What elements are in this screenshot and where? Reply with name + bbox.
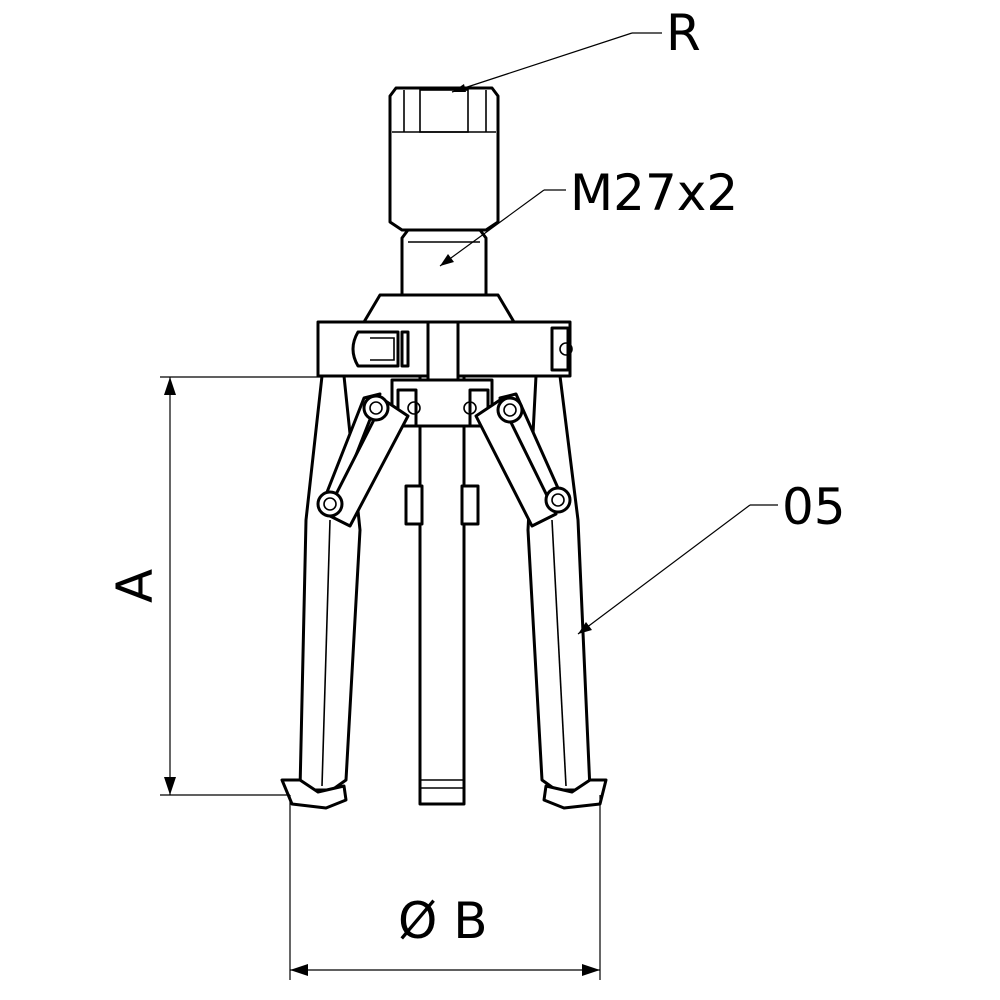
callout-leader-thread: [439, 189, 566, 267]
label-a: A: [106, 569, 164, 603]
left-arm: [280, 374, 410, 810]
callout-leader-arm: [577, 504, 778, 635]
label-arm: 05: [782, 478, 846, 536]
callout-leader-r: [451, 32, 662, 93]
dimension-b: [289, 795, 601, 980]
label-b: Ø B: [398, 892, 488, 950]
hydraulic-cylinder: [388, 86, 500, 232]
dimension-a: [160, 376, 322, 796]
center-plate: [418, 320, 466, 806]
right-arm: [474, 374, 608, 810]
label-r: R: [666, 4, 701, 62]
label-thread: M27x2: [570, 164, 738, 222]
collar: [362, 293, 516, 324]
